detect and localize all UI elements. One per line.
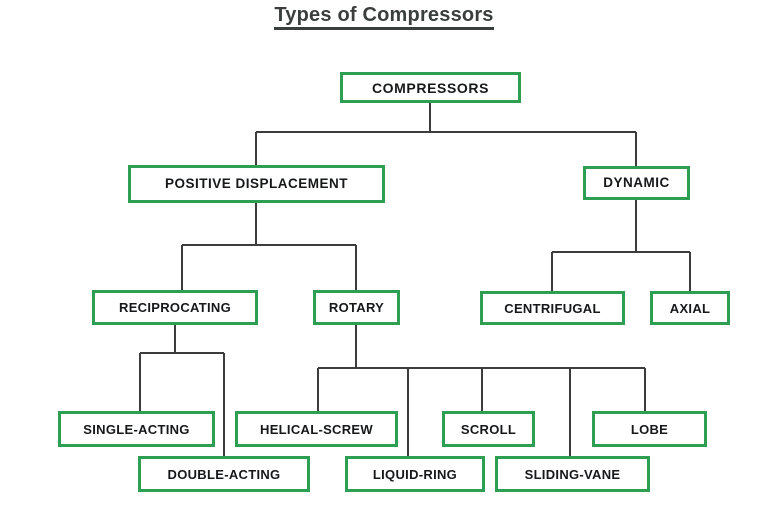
node-dynamic-label: DYNAMIC — [603, 175, 670, 191]
node-double-acting[interactable]: DOUBLE-ACTING — [138, 456, 310, 492]
node-axial-label: AXIAL — [669, 300, 711, 316]
node-dynamic[interactable]: DYNAMIC — [583, 166, 690, 200]
node-helical-screw[interactable]: HELICAL-SCREW — [235, 411, 398, 447]
node-scroll-label: SCROLL — [460, 421, 517, 437]
page-title-text: Types of Compressors — [274, 4, 494, 30]
node-lobe[interactable]: LOBE — [592, 411, 707, 447]
node-single-acting[interactable]: SINGLE-ACTING — [58, 411, 215, 447]
node-rotary-label: ROTARY — [328, 300, 385, 315]
node-positive-displacement[interactable]: POSITIVE DISPLACEMENT — [128, 165, 385, 203]
node-positive-displacement-label: POSITIVE DISPLACEMENT — [164, 176, 349, 192]
page-title: Types of Compressors — [0, 4, 768, 30]
node-compressors[interactable]: COMPRESSORS — [340, 72, 521, 103]
node-liquid-ring-label: LIQUID-RING — [372, 466, 458, 482]
node-sliding-vane[interactable]: SLIDING-VANE — [495, 456, 650, 492]
node-reciprocating-label: RECIPROCATING — [119, 300, 231, 315]
node-lobe-label: LOBE — [630, 421, 669, 437]
node-liquid-ring[interactable]: LIQUID-RING — [345, 456, 485, 492]
node-sliding-vane-label: SLIDING-VANE — [524, 466, 621, 482]
node-centrifugal[interactable]: CENTRIFUGAL — [480, 291, 625, 325]
node-reciprocating[interactable]: RECIPROCATING — [92, 290, 258, 325]
node-single-acting-label: SINGLE-ACTING — [83, 421, 190, 437]
node-centrifugal-label: CENTRIFUGAL — [504, 300, 601, 316]
node-double-acting-label: DOUBLE-ACTING — [167, 466, 281, 482]
node-scroll[interactable]: SCROLL — [442, 411, 535, 447]
node-helical-screw-label: HELICAL-SCREW — [260, 421, 373, 437]
node-rotary[interactable]: ROTARY — [313, 290, 400, 325]
node-axial[interactable]: AXIAL — [650, 291, 730, 325]
node-compressors-label: COMPRESSORS — [371, 79, 490, 96]
